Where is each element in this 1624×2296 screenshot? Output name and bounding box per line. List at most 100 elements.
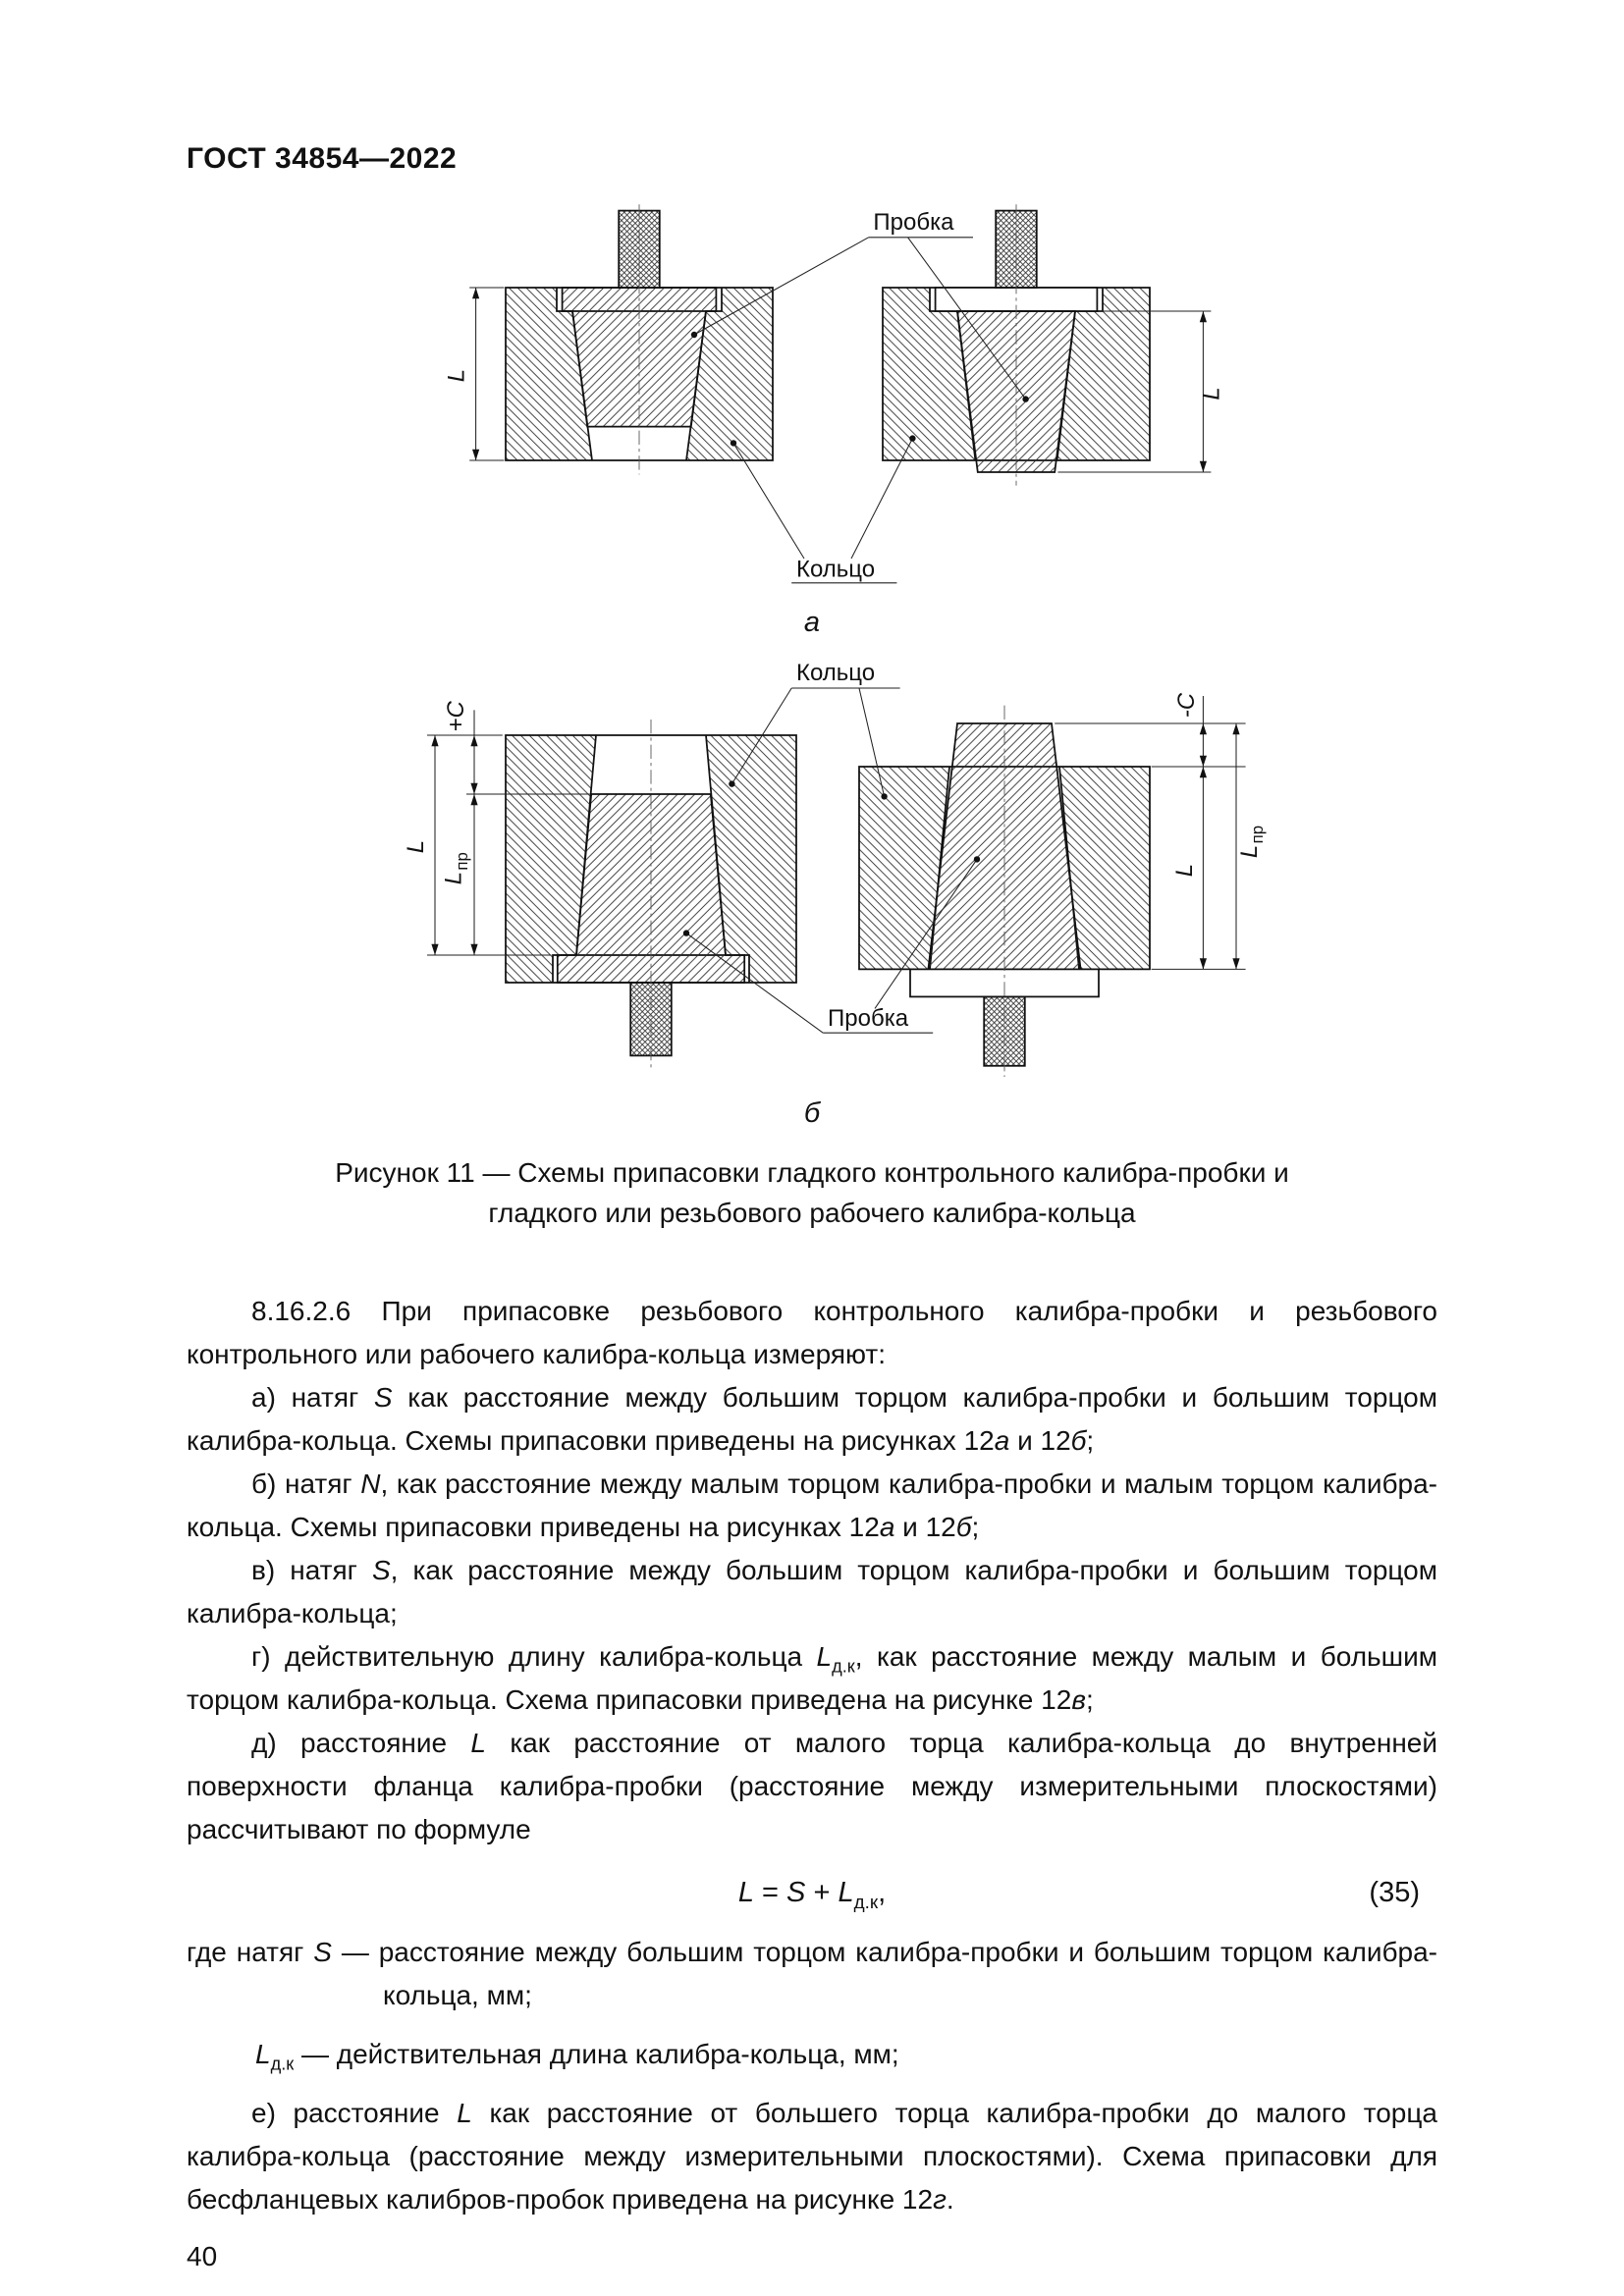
text-part: = [753, 1876, 787, 1908]
plug-label: Пробка [873, 209, 954, 236]
formula-number: (35) [1369, 1876, 1420, 1908]
list-item-b: б) натяг N, как расстояние между малым т… [187, 1463, 1437, 1549]
text-part: S [371, 1554, 391, 1585]
knurled-handle [629, 982, 673, 1057]
body-text: 8.16.2.6 При припасовке резьбового контр… [187, 1290, 1437, 2278]
leader-line [731, 687, 792, 784]
text-part: в [1071, 1683, 1086, 1715]
leader-line [732, 443, 805, 560]
leader-line [858, 687, 886, 797]
dimension-label-lpr: L [440, 872, 466, 884]
arrowhead [470, 782, 478, 794]
dimension-label-l: L [403, 840, 429, 853]
text-part: г) действительную длину калибра-кольца [251, 1640, 817, 1672]
dimension-label-lpr-sub: пр [1248, 826, 1267, 843]
formula-row: L = S + Lд.к, (35) [187, 1871, 1437, 1916]
text-part: — расстояние между большим торцом калибр… [331, 1937, 1437, 2011]
text-part: а) натяг [251, 1382, 374, 1414]
text-part: в) натяг [251, 1554, 372, 1585]
text-part: , как расстояние между большим торцом ка… [187, 1554, 1437, 1629]
list-item-g: г) действительную длину калибра-кольца L… [187, 1635, 1437, 1722]
text-part: е) расстояние [251, 2097, 458, 2128]
dimension-label-l: L [1198, 387, 1224, 400]
text-part: N [360, 1468, 381, 1499]
text-part: S [373, 1382, 393, 1414]
text-part: и 12 [1009, 1425, 1071, 1457]
text-part: S [313, 1937, 332, 1968]
leader-line [685, 933, 824, 1034]
arrowhead [472, 449, 480, 460]
figure-11: L L Пробка Кольцо [187, 201, 1437, 1233]
arrowhead [431, 943, 439, 955]
paragraph-8-16-2-6: 8.16.2.6 При припасовке резьбового контр… [187, 1290, 1437, 1376]
text-part: а [879, 1511, 895, 1542]
text-part: б) натяг [251, 1468, 361, 1499]
text-part: , как расстояние между малым и большим т… [187, 1640, 1437, 1715]
where-natjag-s: где натяг S — расстояние между большим т… [187, 1931, 1437, 2017]
text-part: г [933, 2183, 947, 2215]
arrowhead [431, 735, 439, 747]
text-part: L [255, 2039, 271, 2069]
leader-line [693, 237, 869, 336]
page-number: 40 [187, 2240, 218, 2271]
leader-dot [729, 780, 735, 787]
leader-dot [1022, 396, 1029, 402]
text-part: и 12 [894, 1511, 956, 1542]
text-part: L [737, 1876, 754, 1908]
leader-line [850, 438, 913, 560]
arrowhead [1199, 767, 1207, 778]
text-part: L [470, 1727, 486, 1758]
leader-dot [881, 793, 888, 800]
text-part: ; [1085, 1683, 1094, 1715]
text-part: L [838, 1876, 854, 1908]
dimension-label-plus-c: +С [443, 700, 469, 731]
plug-label: Пробка [828, 1005, 909, 1032]
text-part: 8.16.2.6 При припасовке резьбового контр… [187, 1296, 1437, 1370]
text-part: д.к [832, 1656, 855, 1677]
where-ldk: Lд.к — действительная длина калибра-коль… [255, 2033, 1437, 2076]
ring-label: Кольцо [796, 556, 875, 582]
text-part: — действительная длина калибра-кольца, м… [294, 2039, 899, 2069]
list-item-e: е) расстояние L как расстояние от больше… [187, 2092, 1437, 2221]
figure-11b-drawing: L +С L пр [403, 660, 1267, 1077]
text-part: L [457, 2097, 472, 2128]
arrowhead [1199, 723, 1207, 735]
text-part: , как расстояние между малым торцом кали… [187, 1468, 1437, 1542]
figure-11b-sublabel: б [803, 1097, 821, 1129]
dimension-label-minus-c: -С [1173, 692, 1200, 718]
arrowhead [470, 794, 478, 806]
text-part: б [955, 1511, 972, 1542]
arrowhead [470, 735, 478, 747]
leader-dot [730, 440, 737, 447]
text-part: L [816, 1640, 833, 1672]
figure-caption: Рисунок 11 — Схемы припасовки гладкого к… [335, 1157, 1289, 1228]
document-title: ГОСТ 34854—2022 [187, 142, 458, 175]
text-part: б [1070, 1425, 1087, 1457]
arrowhead [472, 288, 480, 299]
formula-35: L = S + Lд.к, [737, 1876, 887, 1911]
text-part: а [994, 1425, 1010, 1457]
arrowhead [1199, 311, 1207, 323]
text-part: , [878, 1876, 887, 1908]
list-item-d: д) расстояние L как расстояние от малого… [187, 1722, 1437, 1851]
text-part: S [786, 1876, 806, 1908]
leader-dot [909, 435, 916, 442]
dimension-label-l: L [444, 369, 470, 382]
dimension-label-lpr: L [1236, 845, 1263, 858]
leader-dot [690, 331, 698, 339]
text-part: где натяг [187, 1937, 314, 1968]
leader-line [874, 859, 978, 1009]
text-part: как расстояние между большим торцом кали… [187, 1382, 1437, 1457]
leader-dot [682, 930, 690, 936]
arrowhead [470, 943, 478, 955]
figure-11a-sublabel: а [803, 607, 821, 638]
text-part: ; [1086, 1425, 1095, 1457]
list-item-a: а) натяг S как расстояние между большим … [187, 1376, 1437, 1463]
arrowhead [1199, 460, 1207, 472]
list-item-v: в) натяг S, как расстояние между большим… [187, 1549, 1437, 1635]
arrowhead [1232, 958, 1240, 970]
arrowhead [1199, 755, 1207, 767]
text-part: д.к [270, 2054, 295, 2074]
figure-11a-drawing: L L Пробка Кольцо [444, 204, 1224, 584]
